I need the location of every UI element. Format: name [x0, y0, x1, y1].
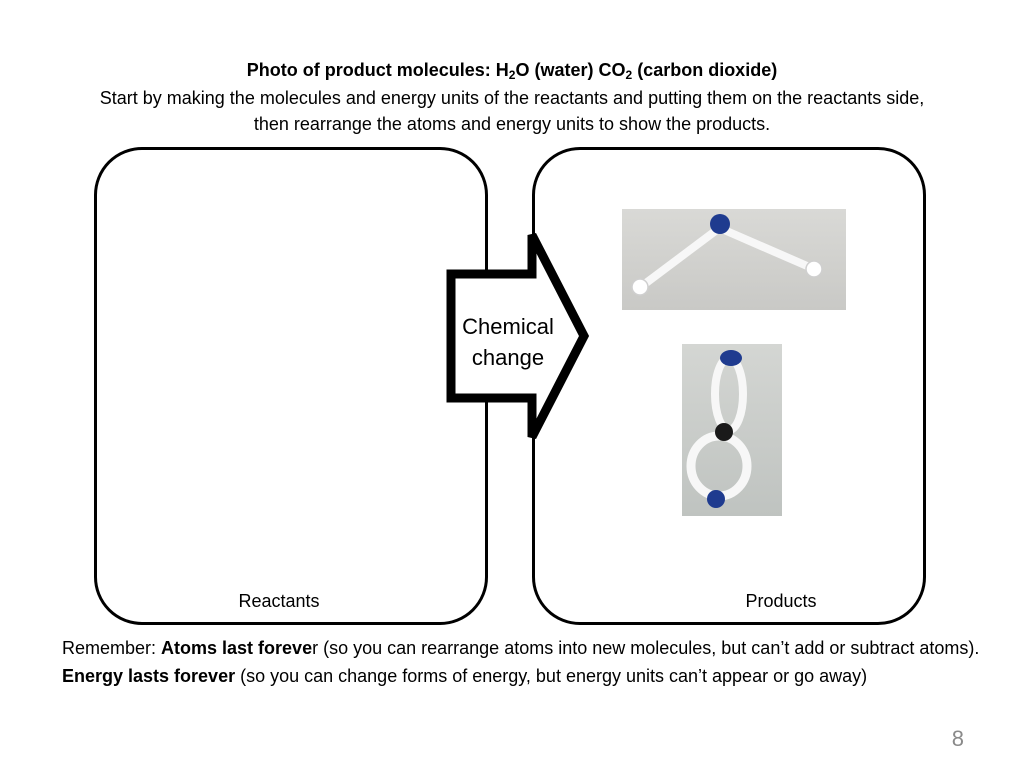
title-text-2: O (water) CO — [515, 60, 626, 80]
carbon-atom — [715, 423, 733, 441]
arrow-label-line1: Chemical — [462, 314, 554, 339]
slide-title: Photo of product molecules: H2O (water) … — [40, 58, 984, 82]
water-bond-left — [642, 225, 722, 287]
products-label: Products — [745, 591, 817, 611]
instructions-text: Start by making the molecules and energy… — [99, 88, 925, 134]
water-molecule-photo — [622, 209, 846, 310]
carbon-dioxide-model — [686, 350, 752, 508]
title-text-3: (carbon dioxide) — [632, 60, 778, 80]
title-subscript-2: 2 — [625, 68, 633, 82]
hydrogen-atom — [805, 260, 823, 278]
oxygen-atom — [720, 350, 742, 366]
hydrogen-atom — [631, 278, 649, 296]
oxygen-atom — [707, 490, 725, 508]
title-text-1: Photo of product molecules: H — [246, 60, 509, 80]
atoms-last-forever: Atoms last foreve — [161, 638, 313, 658]
remember-note: Remember: Atoms last forever (so you can… — [62, 634, 982, 690]
title-subscript-1: 2 — [508, 68, 516, 82]
double-bond-bottom — [686, 431, 752, 501]
energy-lasts-forever: Energy lasts forever — [62, 666, 236, 686]
chemical-change-arrow — [446, 232, 590, 440]
water-molecule-model — [631, 214, 823, 296]
page-number: 8 — [951, 726, 964, 751]
reactants-box: Reactants — [94, 147, 488, 625]
double-bond-top — [711, 354, 747, 434]
water-bond-right — [718, 225, 818, 273]
carbon-dioxide-molecule-photo — [682, 344, 782, 516]
oxygen-atom — [710, 214, 730, 234]
reactants-label: Reactants — [238, 591, 320, 611]
remember-text-1: r (so you can rearrange atoms into new m… — [312, 638, 980, 658]
remember-prefix: Remember: — [62, 638, 162, 658]
arrow-label-line2: change — [471, 345, 545, 370]
chemical-change-label: Chemical change — [452, 311, 564, 373]
remember-text-2: (so you can change forms of energy, but … — [235, 666, 868, 686]
